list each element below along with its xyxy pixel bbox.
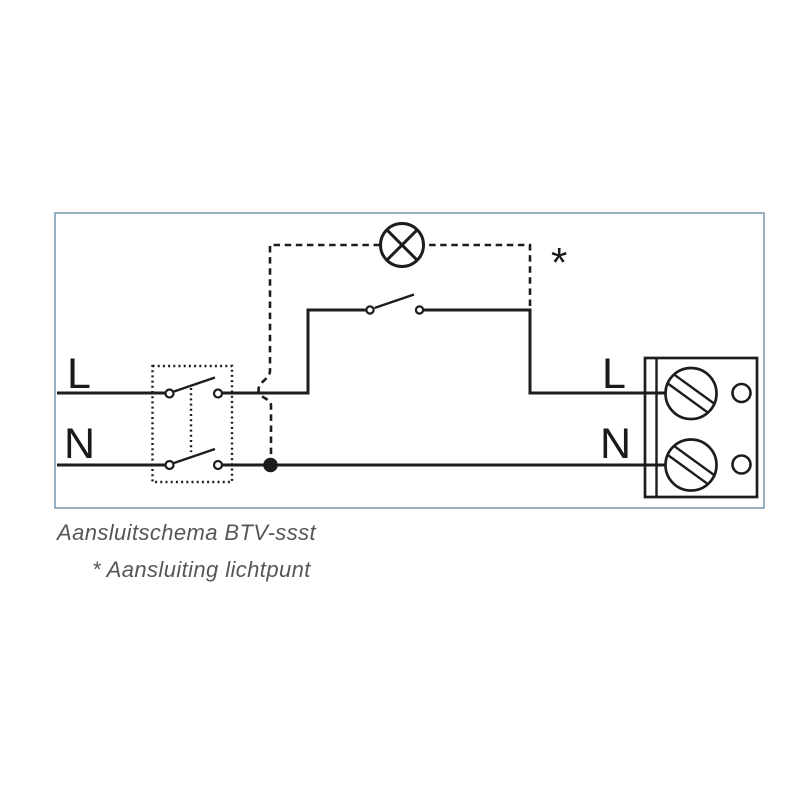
terminal-screws [664,366,752,492]
relay-contact-l-right [212,388,224,399]
diagram-caption: Aansluitschema BTV-ssst [57,520,317,545]
relay-contact-l-left [164,388,175,399]
relay-unit [151,364,234,484]
label-l-right: L [602,350,626,398]
relay-contact-n-blade [173,447,216,465]
relay-contact-n-right [212,459,224,471]
relay-contact-l [164,376,224,399]
diagram-frame [54,212,765,509]
junction-dot [263,457,278,473]
terminal-hole-l [731,382,752,404]
label-n-right: N [600,420,631,468]
lamp-switch [365,293,425,315]
lamp-switch-contact-right [414,305,425,315]
terminal-screw-l [664,366,718,421]
relay-contact-l-blade [173,376,216,393]
relay-contact-n [164,447,224,471]
lamp-switch-contact-left [365,305,375,315]
relay-contact-n-left [164,459,175,471]
asterisk-note: * [551,239,567,286]
lamp-wire-left [257,243,380,457]
terminal-screw-n [664,438,718,492]
lamp-switch-blade [374,293,415,310]
solid-wires [57,308,666,467]
label-n-left: N [64,420,95,468]
terminal-hole-n [731,454,752,475]
label-l-left: L [67,350,91,398]
relay-box [151,364,234,484]
lamp-icon [379,222,425,268]
lamp-circuit-dashed [257,243,532,457]
wire-labels: L N L N [64,350,631,468]
lamp-wire-right [424,243,532,306]
diagram-footnote: * Aansluiting lichtpunt [92,557,311,582]
